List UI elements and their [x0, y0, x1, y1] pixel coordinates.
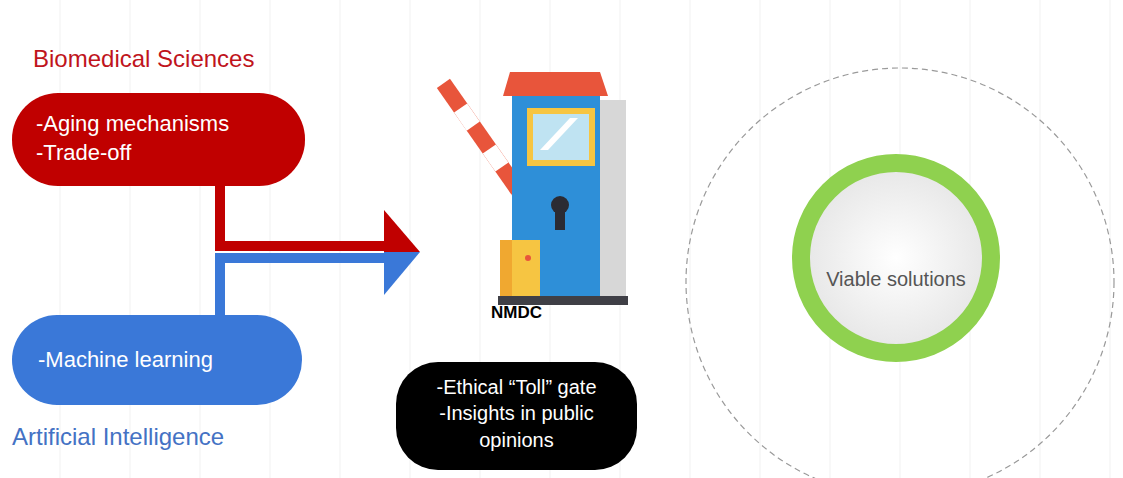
connector-line [220, 258, 386, 315]
merge-arrow [220, 252, 420, 315]
node-heading: Biomedical Sciences [33, 43, 254, 75]
research-pill: Biomedical Sciences-Aging mechanisms-Tra… [12, 93, 305, 186]
node-text: -Aging mechanisms [36, 109, 281, 138]
merge-arrow [220, 186, 420, 252]
dashed-boundary [686, 68, 1114, 478]
node-text: Viable solutions [816, 266, 976, 292]
node-text: -Ethical “Toll” gate [416, 374, 617, 400]
node-heading: Artificial Intelligence [12, 421, 224, 453]
green-ring [801, 163, 991, 353]
toll-booth-icon [437, 72, 628, 305]
node-text: -Machine learning [38, 345, 276, 374]
arrow-head [384, 210, 420, 252]
node-text: -Insights in public opinions [416, 400, 617, 453]
research-pill: Artificial Intelligence-Machine learning [12, 315, 302, 405]
node-heading: NMDC [396, 302, 637, 324]
gate-pill: NMDC-Ethical “Toll” gate-Insights in pub… [396, 362, 637, 470]
circle-outline [792, 154, 1000, 362]
connector-line [220, 186, 386, 246]
arrow-head [384, 252, 420, 295]
node-text: -Trade-off [36, 138, 281, 167]
solution-circle: Viable solutions [792, 154, 1000, 362]
